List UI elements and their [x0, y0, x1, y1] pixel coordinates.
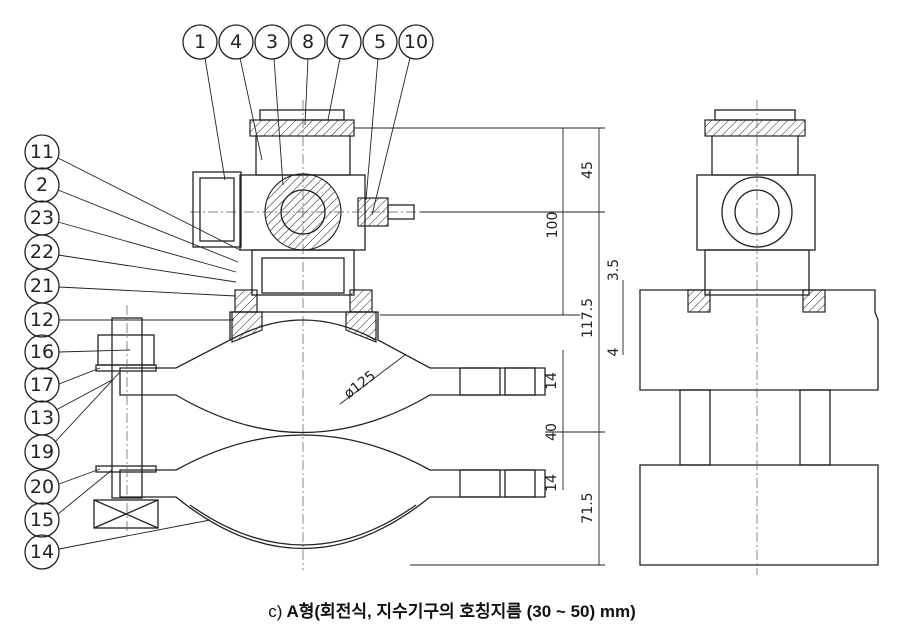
dim-45: 45 — [580, 161, 596, 179]
svg-text:3: 3 — [266, 31, 278, 53]
svg-text:14: 14 — [30, 541, 54, 563]
callout-22: 22 — [24, 234, 237, 283]
callout-21: 21 — [24, 268, 237, 304]
callout-15: 15 — [24, 469, 113, 538]
callout-10: 10 — [371, 24, 434, 216]
callout-11: 11 — [24, 134, 241, 251]
svg-text:5: 5 — [374, 31, 386, 53]
svg-text:17: 17 — [30, 374, 54, 396]
callout-7: 7 — [326, 24, 362, 121]
callout-14: 14 — [24, 519, 211, 570]
svg-text:1: 1 — [194, 31, 206, 53]
dim-14-bottom: 14 — [544, 474, 560, 492]
svg-text:23: 23 — [30, 207, 54, 229]
top-callouts: 1 4 3 8 7 5 10 — [182, 24, 434, 216]
front-view — [93, 100, 546, 570]
callout-8: 8 — [290, 24, 326, 126]
dim-14-top: 14 — [544, 372, 560, 390]
figure-caption: c) A형(회전식, 지수기구의 호칭지름 (30 ~ 50) mm) — [0, 597, 904, 622]
callout-17: 17 — [24, 367, 101, 403]
dim-71-5: 71.5 — [580, 492, 596, 523]
left-callouts: 11 2 23 22 21 12 16 17 13 19 20 15 14 — [24, 134, 241, 570]
callout-1: 1 — [182, 24, 226, 181]
svg-text:20: 20 — [30, 476, 54, 498]
svg-text:13: 13 — [30, 407, 54, 429]
dim-100: 100 — [545, 212, 561, 239]
dimension-lines — [354, 127, 624, 566]
callout-19: 19 — [24, 371, 121, 470]
callout-23: 23 — [24, 200, 237, 273]
svg-text:2: 2 — [36, 174, 48, 196]
svg-text:21: 21 — [30, 275, 54, 297]
side-view — [639, 100, 879, 575]
svg-text:22: 22 — [30, 241, 54, 263]
svg-text:12: 12 — [30, 309, 54, 331]
callout-16: 16 — [24, 334, 131, 370]
callout-20: 20 — [24, 468, 101, 505]
svg-text:7: 7 — [338, 31, 350, 53]
svg-text:16: 16 — [30, 341, 54, 363]
dim-4: 4 — [606, 347, 622, 356]
svg-text:4: 4 — [230, 31, 242, 53]
svg-text:15: 15 — [30, 509, 54, 531]
dim-40: 40 — [544, 423, 560, 441]
callout-13: 13 — [24, 379, 113, 436]
callout-4: 4 — [218, 24, 263, 161]
callout-5: 5 — [362, 24, 398, 201]
svg-text:11: 11 — [30, 141, 54, 163]
caption-text: A형(회전식, 지수기구의 호칭지름 (30 ~ 50) mm) — [286, 602, 636, 621]
callout-12: 12 — [24, 302, 234, 338]
svg-text:19: 19 — [30, 441, 54, 463]
svg-text:10: 10 — [404, 31, 428, 53]
svg-text:8: 8 — [302, 31, 314, 53]
callout-3: 3 — [254, 24, 290, 186]
dim-3-5: 3.5 — [606, 259, 622, 281]
callout-2: 2 — [24, 167, 239, 263]
dim-diameter: ø125 — [341, 368, 379, 402]
dim-117-5: 117.5 — [580, 298, 596, 338]
caption-prefix: c) — [268, 602, 283, 621]
